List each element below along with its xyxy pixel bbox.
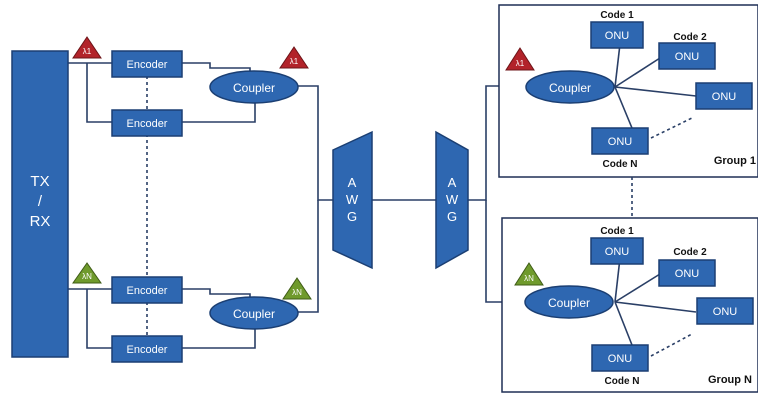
lambda1-marker-encoder: λ1	[72, 36, 102, 59]
awg-left-letter-a: A	[348, 175, 357, 190]
group-n-title: Group N	[708, 374, 752, 386]
group-n-onu-code2	[658, 259, 716, 287]
group-n-onu-codeN	[591, 344, 649, 372]
awg-right-letter-g: G	[447, 209, 457, 224]
encoder-1: Encoder	[111, 50, 183, 78]
lambdaN-marker-coupler: λN	[282, 277, 312, 300]
group-n-onu-code2-label: ONU	[675, 268, 700, 280]
awg-left: A W G	[332, 130, 373, 270]
group-1-codeN-label: Code N	[603, 159, 638, 170]
group-1-lambda1-marker	[505, 47, 535, 71]
group-1-coupler-label: Coupler	[549, 81, 591, 95]
group-n-lambdaN-marker	[514, 262, 544, 286]
coupler-bottom: Coupler	[209, 296, 299, 330]
group-n-code1-label: Code 1	[600, 226, 634, 237]
group-1-code2-label: Code 2	[673, 32, 707, 43]
group-1-onu-codeN	[591, 127, 649, 155]
group-1-onu-codeN-label: ONU	[608, 136, 633, 148]
awg-right: A W G	[435, 130, 469, 270]
encoder-2-label: Encoder	[127, 118, 168, 130]
group-n-code2-label: Code 2	[673, 247, 707, 258]
coupler-bottom-label: Coupler	[233, 307, 275, 321]
lambda1-marker-encoder-label: λ1	[83, 47, 92, 56]
coupler-top-label: Coupler	[233, 81, 275, 95]
group-1-onu-code1-label: ONU	[605, 30, 630, 42]
encoder-3-label: Encoder	[127, 285, 168, 297]
group-n-onu-3-label: ONU	[713, 306, 738, 318]
group-1-code1-label: Code 1	[600, 10, 634, 21]
encoder-4-label: Encoder	[127, 344, 168, 356]
group-n-onu-code1-label: ONU	[605, 246, 630, 258]
group-n-onu-codeN-label: ONU	[608, 353, 633, 365]
txrx-label-line1: TX	[30, 173, 49, 190]
awg-left-letter-g: G	[347, 209, 357, 224]
awg-right-letter-a: A	[448, 175, 457, 190]
encoder-3: Encoder	[111, 276, 183, 304]
group-n-onu-code1	[590, 237, 644, 265]
lambdaN-marker-coupler-label: λN	[292, 288, 302, 297]
lambdaN-marker-encoder-label: λN	[82, 272, 92, 281]
coupler-top: Coupler	[209, 70, 299, 104]
group-1-onu-code1	[590, 21, 644, 49]
group-n-lambdaN-label: λN	[524, 274, 534, 283]
lambda1-marker-coupler-label: λ1	[290, 57, 299, 66]
group-n-coupler-label: Coupler	[548, 296, 590, 310]
group-1-onu-code2	[658, 42, 716, 70]
group-n-codeN-label: Code N	[605, 376, 640, 387]
txrx-label-line2: /	[38, 193, 43, 210]
encoder-2: Encoder	[111, 109, 183, 137]
group-n-onu-3	[696, 297, 754, 325]
group-1-onu-code2-label: ONU	[675, 51, 700, 63]
lambdaN-marker-encoder: λN	[72, 262, 102, 284]
txrx-block: TX / RX	[11, 50, 69, 358]
encoder-4: Encoder	[111, 335, 183, 363]
group-1-onu-3	[695, 82, 753, 110]
awg-right-letter-w: W	[446, 192, 459, 207]
txrx-label-line3: RX	[30, 213, 51, 230]
lambda1-marker-coupler: λ1	[279, 46, 309, 69]
group-1-onu-3-label: ONU	[712, 91, 737, 103]
awg-left-letter-w: W	[346, 192, 359, 207]
encoder-1-label: Encoder	[127, 59, 168, 71]
group-n: Coupler λN ONU ONU ONU ONU Code 1 Code 2…	[501, 217, 758, 393]
group-1: Coupler λ1 ONU ONU ONU ONU Code 1 Code 2…	[498, 4, 758, 178]
group-1-title: Group 1	[714, 155, 756, 167]
group-1-lambda1-label: λ1	[516, 59, 525, 68]
